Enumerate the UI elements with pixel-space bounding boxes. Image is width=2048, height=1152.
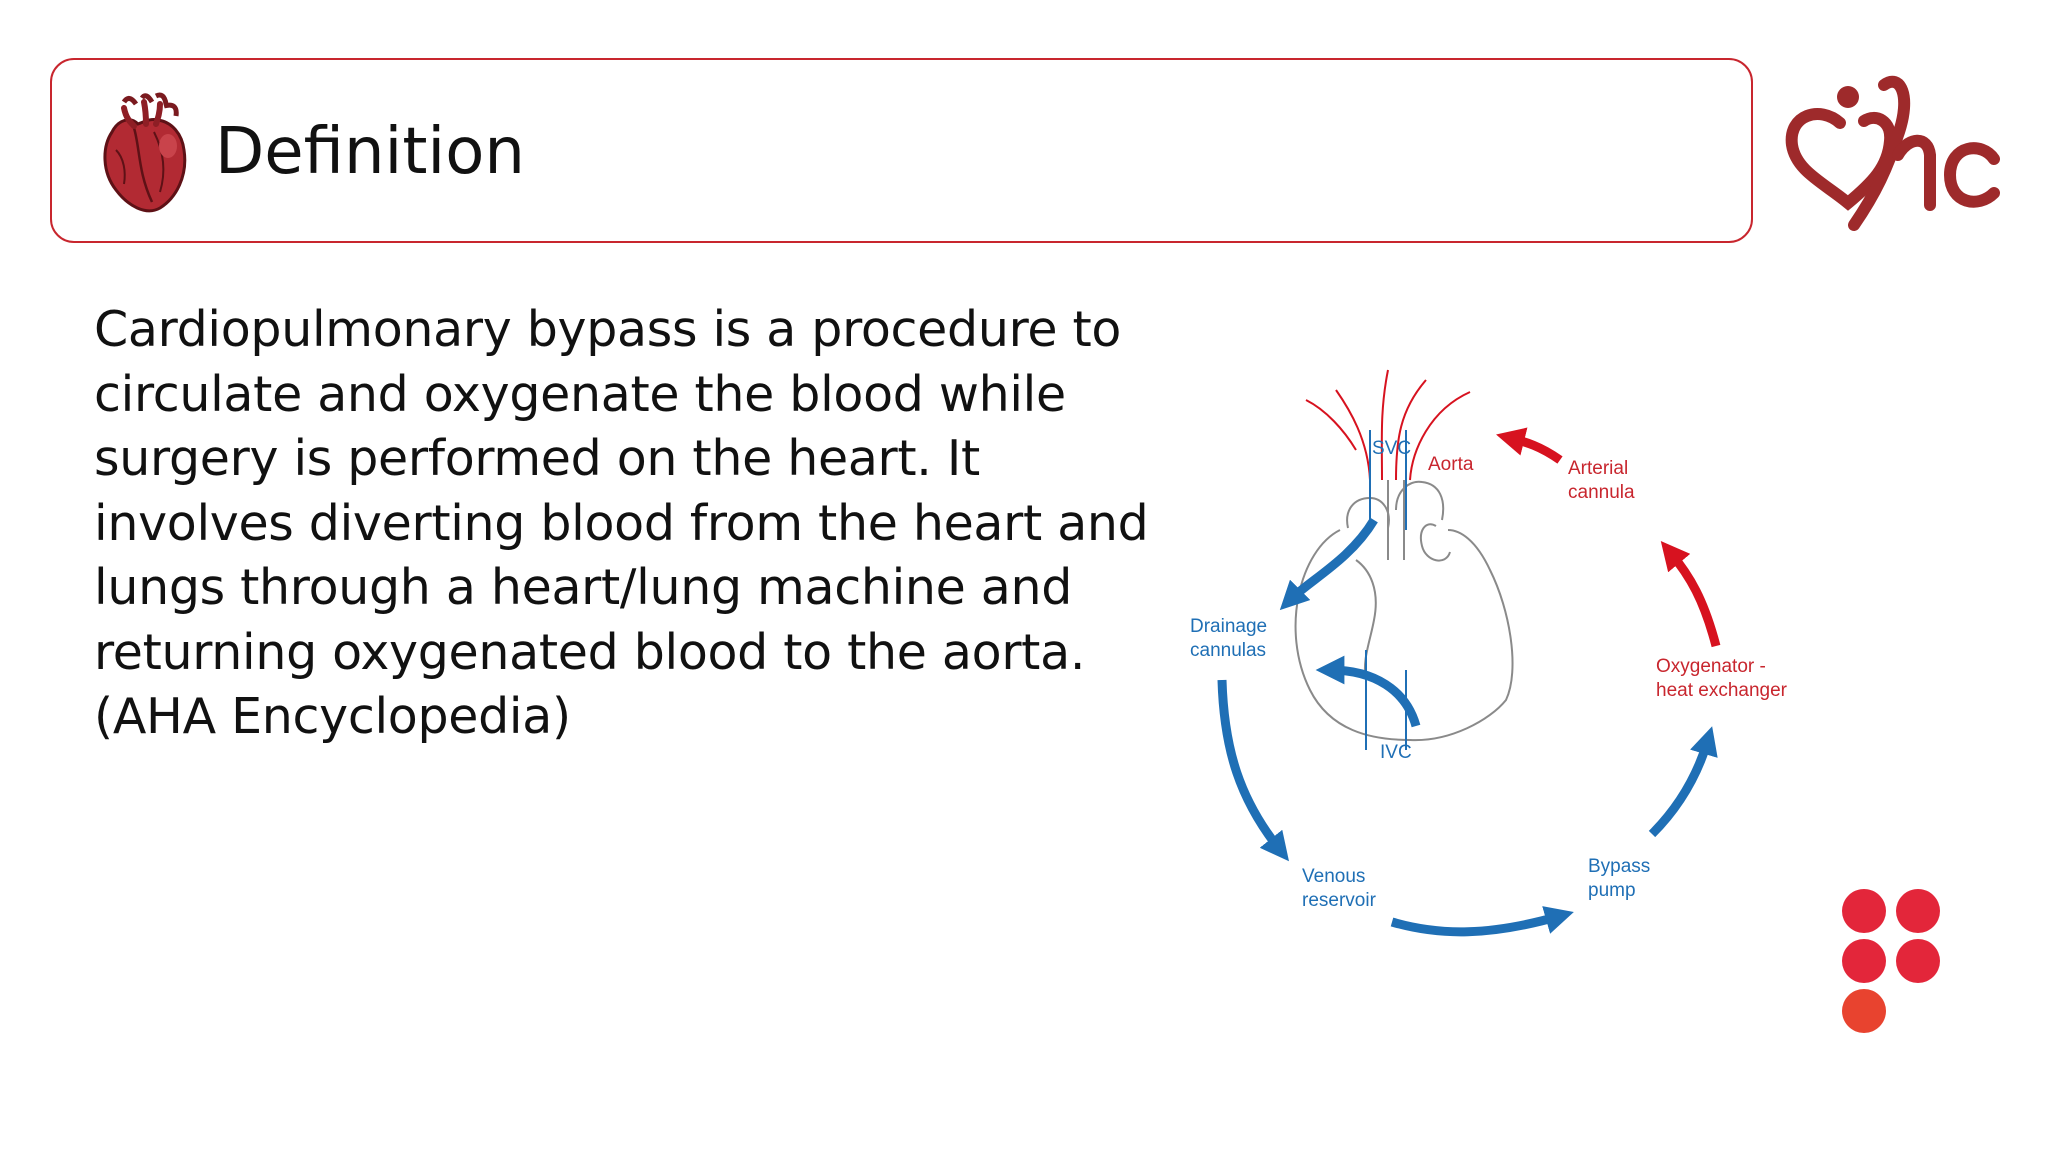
drainage-cannulas-label: cannulas bbox=[1190, 640, 1266, 661]
ihc-logo bbox=[1785, 75, 2000, 231]
anatomical-heart-icon bbox=[103, 92, 187, 213]
arterial-cannula-label: cannula bbox=[1568, 482, 1635, 503]
bypass-pump-label: pump bbox=[1588, 880, 1636, 901]
definition-line: circulate and oxygenate the blood while bbox=[94, 365, 1066, 423]
bypass-pump-label: Bypass bbox=[1588, 856, 1650, 877]
title-banner: Definition bbox=[50, 58, 1753, 243]
decorative-dots bbox=[1842, 889, 1940, 1033]
bypass-circuit-diagram: SVC Aorta Arterial cannula Drainage cann… bbox=[1190, 369, 1788, 937]
definition-line: returning oxygenated blood to the aorta. bbox=[94, 623, 1086, 681]
venous-reservoir-label: reservoir bbox=[1302, 890, 1377, 911]
venous-reservoir-label: Venous bbox=[1302, 866, 1365, 887]
oxygenator-label: Oxygenator - bbox=[1656, 656, 1766, 677]
definition-paragraph: Cardiopulmonary bypass is a procedure to… bbox=[94, 298, 1174, 750]
aorta-label: Aorta bbox=[1428, 454, 1474, 475]
page-title: Definition bbox=[215, 115, 525, 189]
definition-line: involves diverting blood from the heart … bbox=[94, 494, 1149, 552]
drainage-cannulas-label: Drainage bbox=[1190, 616, 1267, 637]
venous-flow-arrows bbox=[1217, 517, 1718, 937]
ivc-label: IVC bbox=[1380, 742, 1412, 763]
aortic-branches bbox=[1305, 369, 1471, 481]
definition-line: lungs through a heart/lung machine and bbox=[94, 559, 1073, 616]
definition-line: surgery is performed on the heart. It bbox=[94, 430, 980, 487]
svc-label: SVC bbox=[1372, 438, 1411, 459]
definition-line: Cardiopulmonary bypass is a procedure to bbox=[94, 301, 1122, 358]
arterial-flow-arrows bbox=[1496, 427, 1721, 648]
citation-line: (AHA Encyclopedia) bbox=[94, 688, 571, 745]
arterial-cannula-label: Arterial bbox=[1568, 458, 1628, 479]
oxygenator-label: heat exchanger bbox=[1656, 680, 1788, 701]
